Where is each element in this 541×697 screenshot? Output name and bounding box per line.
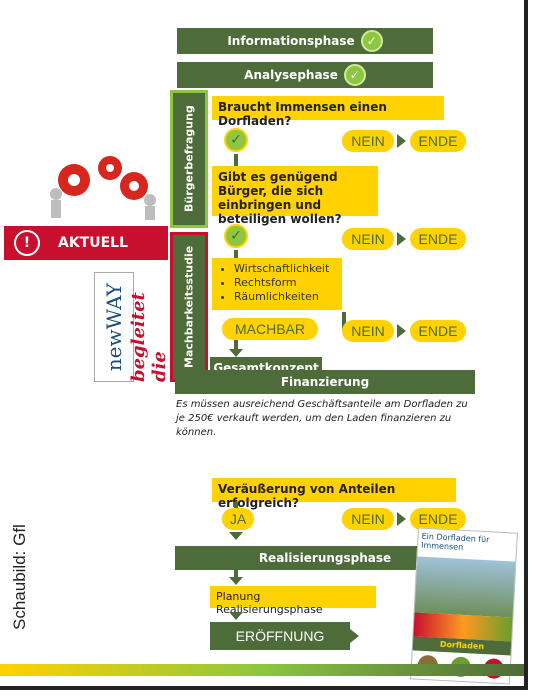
ende-label: ENDE [418,133,458,149]
check-icon: ✓ [224,224,248,248]
criteria-box: Wirtschaftlichkeit Rechtsform Räumlichke… [212,258,342,310]
credit-text: Schaubild: Gfl [10,524,29,630]
phase-analysis: Analysephase ✓ [177,62,433,88]
planning-box: Planung Realisierungsphase [210,586,376,616]
criteria-item: Räumlichkeiten [234,290,338,304]
partner-logo-text: newWAY [102,282,126,372]
connector-line [234,570,238,578]
question-1-text: Braucht Immensen einen Dorfladen? [218,100,387,128]
nein-label: NEIN [351,511,385,527]
answer-machbar: MACHBAR [222,318,318,340]
answer-ja: JA [222,508,254,530]
machbar-label: MACHBAR [234,321,305,337]
criteria-item: Rechtsform [234,276,338,290]
arrow-down-icon [229,532,243,540]
arrow-right-icon [397,324,406,338]
check-icon: ✓ [343,64,366,86]
arrow-down-icon [229,349,243,357]
question-3-text: Veräußerung von Anteilen erfolgreich? [218,482,396,510]
ja-label: JA [229,511,247,527]
phase-information-label: Informationsphase [227,34,355,48]
arrow-down-icon [229,612,243,620]
criteria-item: Wirtschaftlichkeit [234,262,338,276]
check-icon: ✓ [360,30,383,52]
connector-line [234,250,238,258]
question-2-text: Gibt es genügend Bürger, die sich einbri… [218,170,342,226]
answer-ende-1: ENDE [410,130,466,152]
answer-ende-2: ENDE [410,228,466,250]
partner-handwritten-text: begleitet die [128,292,170,382]
connector-line [234,154,238,166]
question-box-2: Gibt es genügend Bürger, die sich einbri… [212,166,378,226]
bottom-stripe [0,664,524,676]
brochure-photo [414,556,516,618]
nein-label: NEIN [351,323,385,339]
connector-line [342,312,346,330]
feasibility-label: Machbarkeitsstudie [182,245,196,369]
opening-box: ERÖFFNUNG [210,622,350,650]
ende-label: ENDE [418,231,458,247]
financing-header: Finanzierung [175,370,475,394]
feasibility-side-bar: Machbarkeitsstudie [170,232,208,382]
image-credit: Schaubild: Gfl [10,510,30,630]
partner-handwritten: begleitet die [128,272,170,382]
diagram-frame [0,0,528,690]
question-box-3: Veräußerung von Anteilen erfolgreich? [212,478,456,510]
partner-logo: newWAY [94,272,134,382]
answer-ende-4: ENDE [410,508,466,530]
answer-nein-3: NEIN [342,320,394,342]
arrow-right-icon [397,232,406,246]
criteria-list: Wirtschaftlichkeit Rechtsform Räumlichke… [216,262,338,304]
opening-label: ERÖFFNUNG [235,628,325,644]
ende-label: ENDE [418,511,458,527]
nein-label: NEIN [351,231,385,247]
brochure-image: Ein Dorfladen für Immensen Dorfladen [410,527,518,685]
arrow-right-icon [397,134,406,148]
question-box-1: Braucht Immensen einen Dorfladen? [212,96,444,128]
financing-label: Finanzierung [280,375,370,389]
answer-ende-3: ENDE [410,320,466,342]
survey-label: Bürgerbefragung [182,105,196,213]
arrow-right-icon [350,629,359,643]
status-badge-label: AKTUELL [58,235,129,251]
gears-illustration [50,156,156,220]
financing-note-text: Es müssen ausreichend Geschäftsanteile a… [176,399,468,438]
phase-analysis-label: Analysephase [244,68,338,82]
connector-line [234,340,238,350]
connector-line [234,502,238,510]
phase-information: Informationsphase ✓ [177,28,433,54]
answer-nein-1: NEIN [342,130,394,152]
financing-note: Es müssen ausreichend Geschäftsanteile a… [176,398,476,440]
check-icon: ✓ [224,128,248,152]
alert-icon: ! [14,230,40,256]
arrow-right-icon [397,512,406,526]
status-badge: ! AKTUELL [4,226,168,260]
arrow-down-icon [229,577,243,585]
realization-label: Realisierungsphase [258,551,392,565]
answer-nein-2: NEIN [342,228,394,250]
nein-label: NEIN [351,133,385,149]
ende-label: ENDE [418,323,458,339]
answer-nein-4: NEIN [342,508,394,530]
survey-side-bar: Bürgerbefragung [170,90,208,228]
